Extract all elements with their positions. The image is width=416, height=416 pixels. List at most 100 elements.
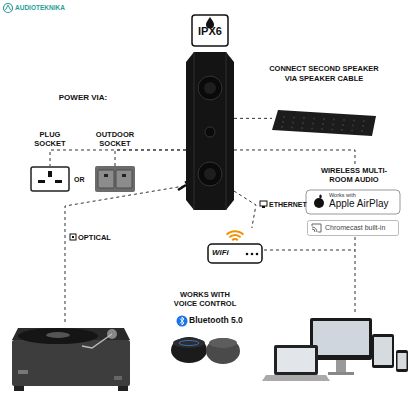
computer-devices-part	[396, 350, 408, 372]
outdoor-speaker: IPX6	[186, 52, 234, 210]
bluetooth-icon-part	[177, 316, 188, 327]
turntable-part	[12, 340, 130, 386]
socket-slot	[48, 171, 52, 177]
computer-devices-part	[372, 334, 394, 368]
speaker-body	[186, 52, 234, 210]
node-heading: WIRELESS MULTI-ROOM AUDIO	[312, 166, 396, 184]
router-light	[246, 253, 249, 256]
grill-dot	[363, 120, 365, 122]
device-link-line-part	[264, 237, 355, 312]
ethernet-icon-part	[262, 206, 265, 208]
computer-devices-part	[398, 353, 407, 369]
node-heading: WiFi	[212, 248, 229, 258]
turntable-part	[82, 334, 112, 348]
speaker-cone	[204, 82, 216, 94]
speaker-cone	[204, 168, 216, 180]
dashed-connector	[234, 191, 256, 228]
chromecast-box: Chromecast built-in	[307, 220, 399, 236]
grill-dot	[282, 121, 284, 123]
chromecast-badge	[308, 221, 399, 236]
turntable-part	[14, 386, 24, 391]
second-speaker-body	[272, 110, 376, 136]
second-speaker-shape	[272, 108, 376, 136]
grill-dot	[343, 119, 345, 121]
airplay-box: WIRELESS MULTI-ROOM AUDIO Works withApple…	[305, 166, 402, 215]
section-heading: WORKS WITH VOICE CONTROL	[168, 290, 242, 308]
wifi-router: WiFi	[207, 228, 263, 264]
brand-logo-part	[6, 5, 11, 10]
node-text: Works with	[329, 192, 356, 198]
connector-label: ETHERNET	[269, 200, 307, 209]
grill-dot	[322, 123, 324, 125]
bluetooth-icon-part	[180, 317, 184, 325]
socket-slot	[122, 174, 126, 177]
apple-logo	[314, 198, 324, 208]
grill-dot	[361, 130, 363, 132]
node-heading: Chromecast built-in	[325, 223, 385, 232]
wifi-router-shape	[207, 228, 263, 264]
grill-dot	[312, 123, 314, 125]
wifi-arc	[229, 235, 240, 237]
turntable-part	[46, 332, 70, 338]
computer-devices-part	[336, 360, 346, 372]
grill-dot	[302, 122, 304, 124]
node-text: Apple AirPlay	[329, 198, 388, 210]
optical-plug-part	[178, 185, 186, 190]
smart-speakers	[171, 337, 240, 364]
outdoor-socket: OUTDOOR SOCKET	[95, 166, 135, 192]
smart-speakers-part	[171, 337, 207, 363]
connection-label: OPTICAL	[78, 233, 111, 242]
node-heading: IPX6	[186, 25, 234, 37]
socket-slot	[38, 180, 45, 183]
outdoor-socket-face	[98, 170, 114, 188]
dashed-connector	[115, 150, 186, 166]
turntable-part	[18, 370, 28, 374]
grill-dot	[331, 129, 333, 131]
outdoor-socket-face	[116, 170, 132, 188]
computer-devices-part	[277, 348, 315, 372]
brand-logo-text: AUDIOTEKNIKA	[15, 4, 65, 12]
computer-devices-part	[328, 372, 354, 375]
node-heading: CONNECT SECOND SPEAKER VIA SPEAKER CABLE	[262, 64, 386, 84]
brand-logo	[4, 4, 13, 13]
bluetooth-label: Bluetooth 5.0	[189, 315, 243, 326]
turntable-part	[118, 386, 128, 391]
second-speaker: CONNECT SECOND SPEAKER VIA SPEAKER CABLE	[272, 108, 376, 136]
outdoor-socket-shape	[95, 166, 135, 192]
computer-devices-part	[310, 318, 372, 360]
dashed-connector	[234, 118, 272, 119]
grill-dot	[362, 125, 364, 127]
node-heading: PLUG SOCKET	[32, 130, 68, 148]
grill-dot	[341, 129, 343, 131]
dashed-connector	[234, 150, 355, 166]
socket-slot	[55, 180, 62, 183]
apple-leaf	[319, 195, 321, 199]
wifi-arc	[232, 239, 238, 240]
airplay-badge	[306, 190, 400, 214]
device-link-line	[264, 237, 355, 312]
computer-devices-part	[313, 321, 369, 355]
ethernet-icon-part	[260, 201, 267, 206]
grill-dot	[351, 130, 353, 132]
speaker-driver	[198, 162, 222, 186]
grill-dot	[311, 128, 313, 130]
speaker-tweeter	[205, 127, 215, 137]
grill-dot	[283, 116, 285, 118]
optical-cable-line-part	[70, 234, 76, 240]
plug-socket: PLUG SOCKET	[30, 166, 70, 192]
smart-speakers-part	[179, 341, 199, 346]
node-heading: OUTDOOR SOCKET	[93, 130, 137, 148]
smart-speakers-part	[173, 338, 205, 348]
dashed-connector	[50, 150, 186, 166]
computer-devices-part	[274, 345, 318, 375]
speaker-driver	[198, 76, 222, 100]
socket-slot	[104, 174, 108, 177]
grill-dot	[321, 128, 323, 130]
grill-dot	[333, 119, 335, 121]
computer-devices	[262, 318, 408, 381]
grill-dot	[332, 124, 334, 126]
cast-icon	[312, 224, 321, 232]
